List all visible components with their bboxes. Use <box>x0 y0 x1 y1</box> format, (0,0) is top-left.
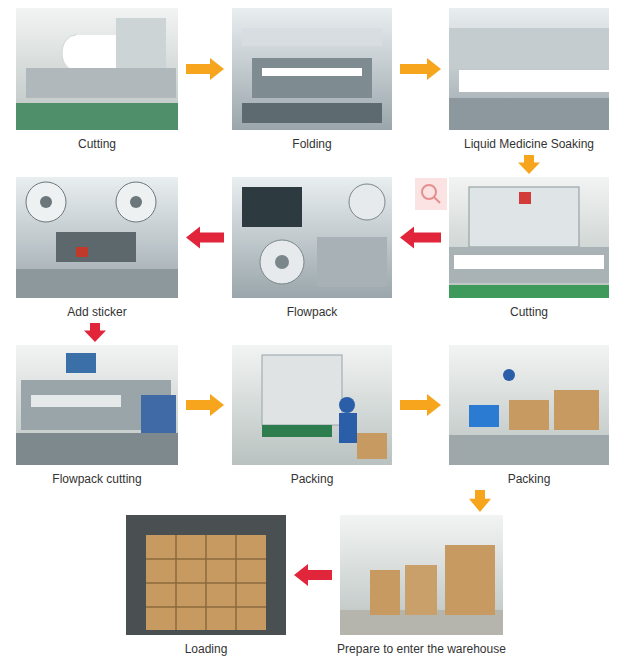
photo-area <box>449 177 609 298</box>
process-step: Packing <box>449 345 609 487</box>
process-step: Flowpack cutting <box>16 345 178 487</box>
photo-folding <box>232 8 392 130</box>
flow-arrow <box>294 564 332 586</box>
flow-arrow <box>518 155 540 174</box>
photo-add-sticker <box>16 177 178 298</box>
photo-area <box>449 8 609 130</box>
process-step: Add sticker <box>16 177 178 320</box>
process-step: Cutting <box>16 8 178 152</box>
flow-arrow <box>186 394 224 416</box>
photo-area <box>449 345 609 465</box>
photo-area <box>16 345 178 465</box>
step-caption: Prepare to enter the warehouse <box>320 641 523 657</box>
photo-cutting <box>16 8 178 130</box>
photo-area <box>232 8 392 130</box>
photo-area <box>16 177 178 298</box>
flow-arrow <box>400 394 441 416</box>
photo-area <box>232 345 392 465</box>
photo-area <box>232 177 392 298</box>
step-caption: Liquid Medicine Soaking <box>429 136 629 152</box>
photo-warehouse <box>340 515 503 635</box>
flow-arrow <box>186 58 224 80</box>
flow-arrow <box>186 227 224 249</box>
process-step: Flowpack <box>232 177 392 320</box>
photo-packing <box>232 345 392 465</box>
flow-arrow <box>400 227 441 249</box>
step-caption: Loading <box>106 641 306 657</box>
photo-packing-2 <box>449 345 609 465</box>
process-step: Liquid Medicine Soaking <box>449 8 609 152</box>
process-step: Folding <box>232 8 392 152</box>
photo-area <box>340 515 503 635</box>
photo-flowpack <box>232 177 392 298</box>
flow-arrow <box>400 58 441 80</box>
photo-soaking <box>449 8 609 130</box>
photo-area <box>126 515 286 635</box>
process-step: Loading <box>126 515 286 657</box>
step-caption: Cutting <box>0 136 198 152</box>
process-step: Cutting <box>449 177 609 320</box>
process-step: Prepare to enter the warehouse <box>340 515 503 657</box>
magnifier-icon <box>415 178 447 210</box>
process-step: Packing <box>232 345 392 487</box>
photo-loading <box>126 515 286 635</box>
step-caption: Packing <box>429 471 629 487</box>
photo-cutting-2 <box>449 177 609 298</box>
flow-arrow <box>469 490 491 512</box>
flow-arrow <box>84 323 106 342</box>
photo-flowpack-cutting <box>16 345 178 465</box>
step-caption: Add sticker <box>0 304 198 320</box>
step-caption: Flowpack <box>212 304 412 320</box>
step-caption: Cutting <box>429 304 629 320</box>
step-caption: Folding <box>212 136 412 152</box>
step-caption: Flowpack cutting <box>0 471 198 487</box>
photo-area <box>16 8 178 130</box>
step-caption: Packing <box>212 471 412 487</box>
